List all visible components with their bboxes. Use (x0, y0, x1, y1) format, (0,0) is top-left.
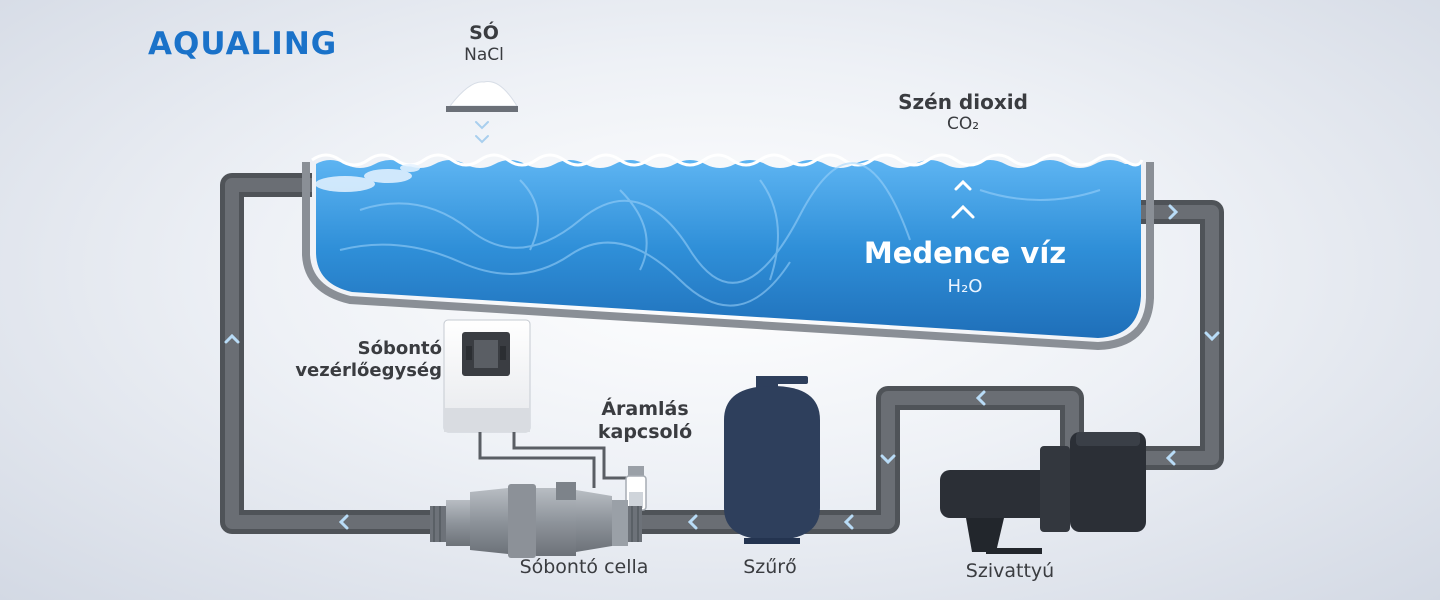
chevron-down-icon (475, 121, 489, 130)
chevron-up-icon (954, 179, 972, 191)
co2-label: Szén dioxid CO₂ (868, 90, 1058, 134)
pool-water-formula: H₂O (947, 276, 983, 297)
salt-cell (430, 482, 642, 558)
flow-arrows (224, 204, 1220, 530)
salt-cell-label: Sóbontó cella (519, 556, 649, 578)
return-pipe-inner (225, 178, 430, 529)
salt-chlorinator-controller (443, 319, 632, 488)
chevron-up-icon (951, 204, 975, 219)
chevron-down-icon (475, 135, 489, 144)
salt-label: SÓ NaCl (434, 22, 534, 65)
flow-switch (625, 466, 647, 511)
chevron-up-icon (224, 333, 240, 344)
pump-label: Szivattyú (965, 560, 1055, 582)
flow-switch-label-line1: Áramlás (601, 398, 689, 420)
filter-pump-pipe-inner (805, 391, 1079, 529)
controller-label: Sóbontó vezérlőegység (262, 338, 442, 381)
pool-water-title: Medence víz (863, 236, 1067, 270)
filter-label: Szűrő (743, 556, 797, 578)
aqualing-logo: AQUALING (148, 26, 338, 62)
controller-label-line2: vezérlőegység (295, 359, 442, 381)
water-caustics (339, 162, 1101, 307)
pool-basin (302, 153, 1154, 351)
controller-label-line1: Sóbontó (357, 338, 442, 359)
chevron-left-icon (1165, 450, 1176, 466)
pool-water (316, 160, 1141, 338)
water-surface-waves (311, 153, 1144, 167)
flow-switch-label: Áramlás kapcsoló (580, 398, 710, 444)
co2-label-formula: CO₂ (946, 114, 980, 134)
sand-filter (724, 376, 820, 544)
return-jet-bubbles (315, 164, 420, 192)
salt-pile (446, 81, 518, 144)
chevron-left-icon (843, 514, 854, 530)
chevron-down-icon (1204, 331, 1220, 342)
salt-label-formula: NaCl (464, 44, 504, 65)
pool-pump (940, 432, 1146, 554)
chevron-left-icon (975, 390, 986, 406)
chevron-right-icon (1168, 204, 1179, 220)
flow-switch-label-line2: kapcsoló (597, 420, 693, 443)
chevron-left-icon (338, 514, 349, 530)
chevron-left-icon (687, 514, 698, 530)
chevron-down-icon (880, 454, 896, 465)
evaporation-arrows (951, 179, 975, 219)
co2-label-title: Szén dioxid (898, 90, 1028, 114)
salt-label-title: SÓ (469, 22, 499, 44)
